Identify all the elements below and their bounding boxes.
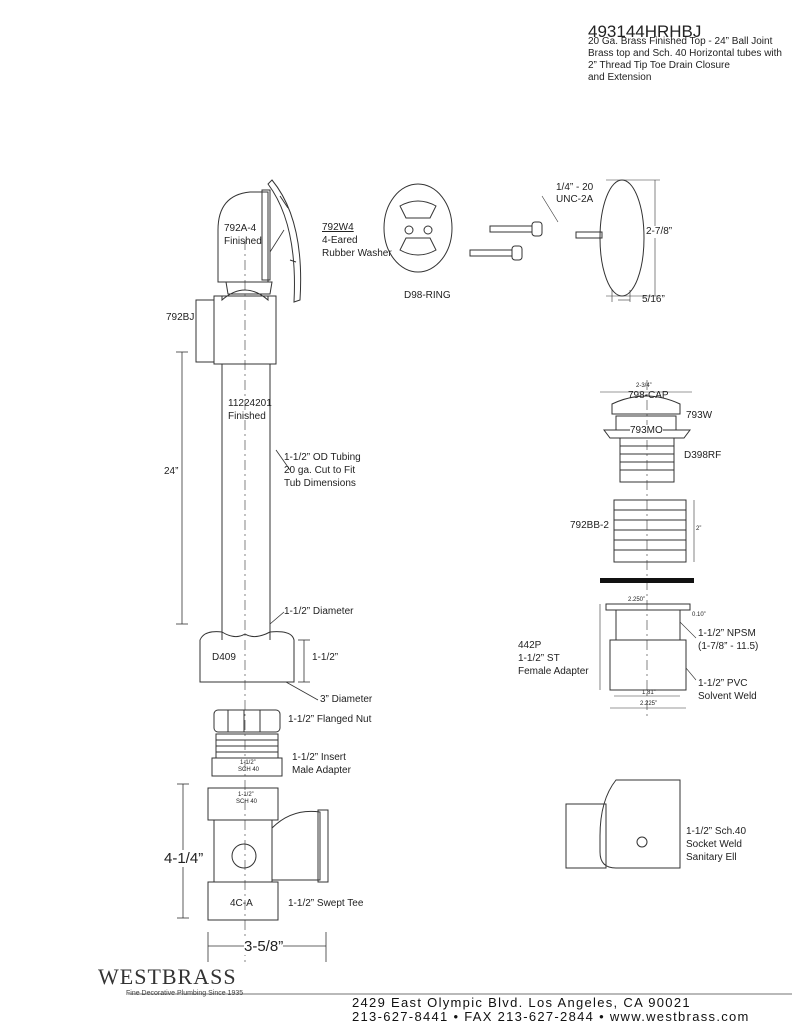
label-d409-height: 1-1/2”: [312, 652, 339, 663]
label-dim-2250: 2.250”: [628, 597, 646, 603]
description-line-4: and Extension: [588, 72, 652, 83]
description-line-1: 20 Ga. Brass Finished Top - 24” Ball Joi…: [588, 36, 773, 47]
label-tube-finish: Finished: [228, 411, 266, 422]
label-insert-2: Male Adapter: [292, 765, 351, 776]
label-793mo: 793MO: [630, 425, 663, 437]
label-diameter-top: 1-1/2” Diameter: [284, 606, 354, 617]
label-tube-code: 11224201: [228, 398, 272, 409]
label-flanged-nut: 1-1/2” Flanged Nut: [288, 714, 372, 725]
label-tube-desc-2: 20 ga. Cut to Fit: [284, 465, 356, 476]
label-ell-3: Sanitary Ell: [686, 852, 737, 863]
label-diameter-bottom: 3” Diameter: [320, 694, 373, 705]
label-dim-181: 1.81”: [642, 690, 656, 696]
label-792bb2: 792BB-2: [570, 520, 609, 531]
label-tube-desc-3: Tub Dimensions: [284, 478, 356, 489]
label-washer-desc-1: 4-Eared: [322, 235, 358, 246]
insert-mark-1: 1-1/2”: [240, 760, 256, 766]
dimension-lines: [176, 229, 327, 962]
rubber-washer-792w4: [267, 179, 302, 303]
label-dim-010: 0.10”: [692, 612, 706, 618]
bushing-792bb2: [613, 499, 695, 563]
tee-mark-1: 1-1/2”: [238, 792, 254, 798]
label-screw-spec-1: 1/4” - 20: [556, 182, 594, 193]
footer-contact: 213-627-8441 • FAX 213-627-2844 • www.we…: [352, 1009, 750, 1024]
label-ell-2: Socket Weld: [686, 839, 742, 850]
label-elbow: 792A-4: [224, 223, 257, 234]
label-npsm-1: 1-1/2” NPSM: [698, 628, 756, 639]
label-tee-code: 4C-A: [230, 898, 253, 909]
label-ell-1: 1-1/2” Sch.40: [686, 826, 747, 837]
label-cap-dim: 2-3/4”: [636, 383, 652, 389]
label-dim-2225: 2.225”: [640, 701, 658, 707]
label-insert-1: 1-1/2” Insert: [292, 752, 346, 763]
label-pvc-2: Solvent Weld: [698, 691, 757, 702]
westbrass-logo: WESTBRASS: [98, 964, 237, 989]
label-elbow-finish: Finished: [224, 236, 262, 247]
label-fa-1: 442P: [518, 640, 542, 651]
label-fa-3: Female Adapter: [518, 666, 589, 677]
label-ball-joint: 792BJ: [166, 312, 195, 323]
label-npsm-2: (1-7/8” - 11.5): [698, 641, 759, 652]
label-cover-height: 2-7/8”: [646, 226, 673, 238]
model-number: 493144HRHBJ: [588, 22, 702, 41]
screws: [469, 195, 559, 261]
label-ring: D98-RING: [404, 290, 451, 301]
label-bb2-dim: 2”: [696, 526, 702, 532]
insert-male-adapter: [211, 733, 283, 777]
label-pvc-1: 1-1/2” PVC: [698, 678, 748, 689]
elbow-792a4: [217, 189, 273, 295]
label-d398rf: D398RF: [684, 450, 722, 461]
label-cap-code: 798-CAP: [628, 390, 669, 401]
gasket-bar: [600, 578, 694, 583]
label-793w: 793W: [686, 410, 713, 421]
brand-tagline: Fine Decorative Plumbing Since 1935: [126, 990, 244, 997]
body-d398rf: [619, 437, 675, 483]
label-fa-2: 1-1/2” ST: [518, 653, 560, 664]
label-tee-height: 4-1/4”: [164, 850, 204, 868]
footer-address: 2429 East Olympic Blvd. Los Angeles, CA …: [352, 995, 691, 1010]
flanged-nut: [213, 709, 281, 733]
label-d409: D409: [212, 652, 236, 663]
tiptoe-cover: [575, 179, 660, 302]
description-line-2: Brass top and Sch. 40 Horizontal tubes w…: [588, 48, 782, 59]
description-line-3: 2” Thread Tip Toe Drain Closure: [588, 60, 730, 71]
female-adapter-442p: [599, 603, 697, 709]
label-washer-code: 792W4: [322, 222, 354, 233]
label-swept-tee: 1-1/2” Swept Tee: [288, 898, 364, 909]
d98-ring: [383, 183, 453, 273]
label-tee-width: 3-5/8”: [244, 938, 284, 956]
label-tube-desc-1: 1-1/2” OD Tubing: [284, 452, 361, 463]
label-washer-desc-2: Rubber Washer: [322, 248, 392, 259]
label-tube-length: 24”: [164, 466, 179, 477]
swept-tee-4ca: [207, 787, 329, 921]
ball-joint-792bj: [195, 289, 277, 365]
tee-mark-2: SCH 40: [236, 799, 258, 805]
label-cover-depth: 5/16”: [642, 294, 665, 305]
insert-mark-2: SCH 40: [238, 767, 260, 773]
tube-11224201: [221, 364, 271, 640]
label-screw-spec-2: UNC-2A: [556, 194, 594, 205]
coupling-d409: [199, 631, 295, 683]
sanitary-ell: [565, 779, 681, 869]
